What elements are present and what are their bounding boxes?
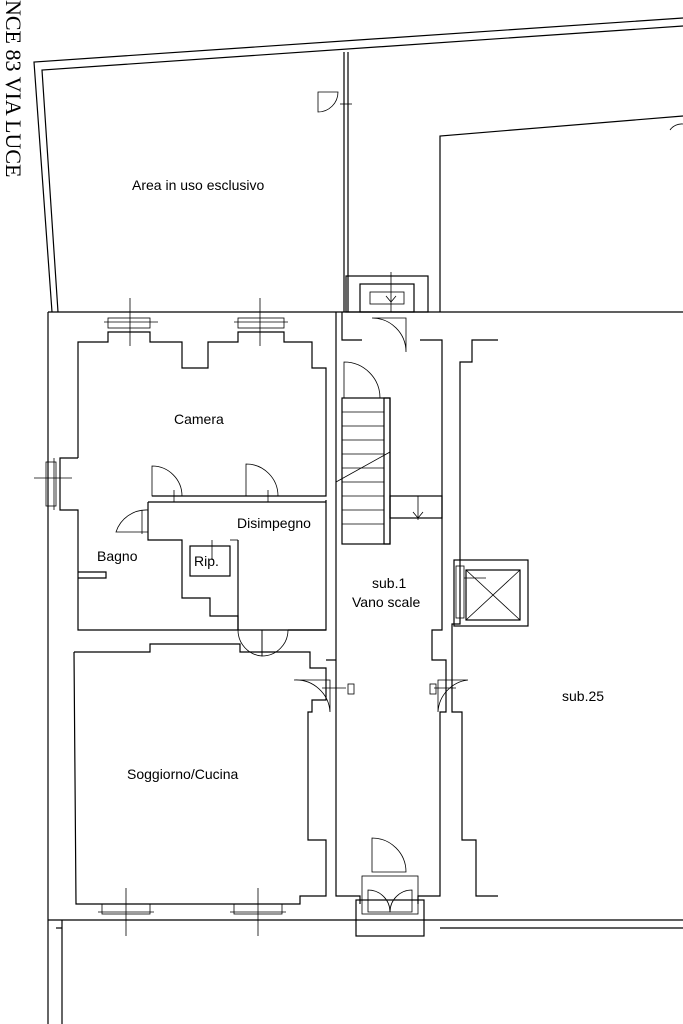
- label-sub25: sub.25: [562, 688, 604, 704]
- label-sub1: sub.1: [372, 575, 406, 591]
- camera-room: [77, 298, 327, 502]
- label-soggiorno: Soggiorno/Cucina: [127, 766, 239, 782]
- label-camera: Camera: [174, 411, 224, 427]
- sub25-unit: [451, 339, 498, 897]
- label-area-esclusiva: Area in uso esclusivo: [132, 177, 265, 193]
- label-ripostiglio: Rip.: [194, 553, 219, 569]
- bath-hall-block: [34, 457, 327, 657]
- building-walls: [47, 311, 683, 1024]
- living-room: [73, 643, 355, 936]
- side-street-text: NCE 83 VIA LUCE: [1, 0, 26, 177]
- label-vano-scale: Vano scale: [352, 594, 420, 610]
- label-disimpegno: Disimpegno: [237, 515, 311, 531]
- label-bagno: Bagno: [97, 548, 138, 564]
- elevator: [453, 559, 529, 627]
- stairwell: [326, 312, 469, 937]
- exclusive-area: [33, 17, 683, 313]
